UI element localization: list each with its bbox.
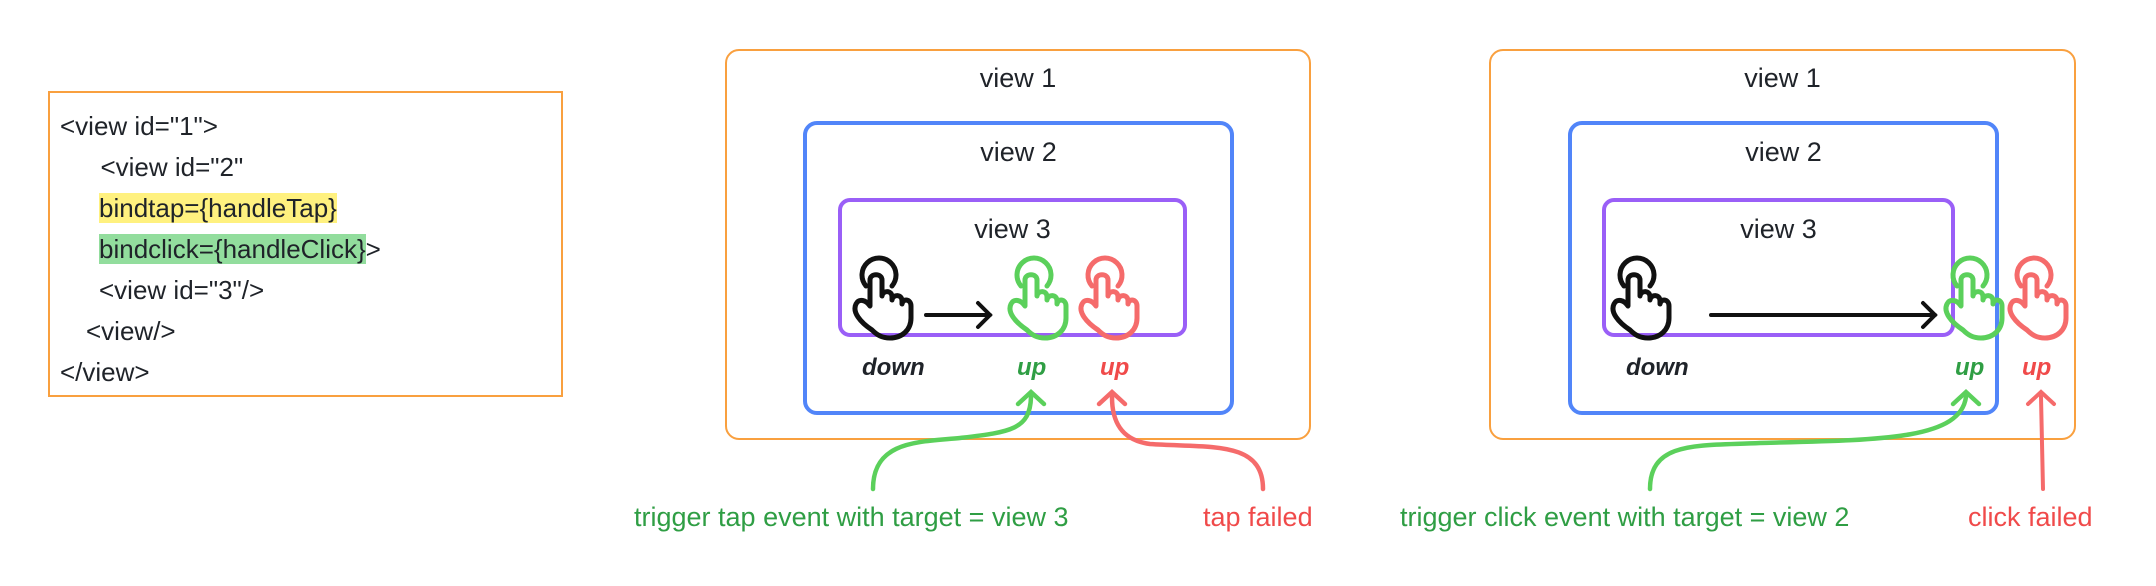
click-down-hand-icon bbox=[1613, 258, 1669, 338]
tap-fail-connector-icon bbox=[1096, 388, 1266, 492]
tap-diagram-view3: view 3 bbox=[838, 198, 1187, 337]
view3-label: view 3 bbox=[1740, 214, 1817, 244]
tap-success-caption: trigger tap event with target = view 3 bbox=[634, 502, 1069, 532]
tap-move-arrow-icon bbox=[924, 301, 993, 329]
view1-label: view 1 bbox=[1744, 63, 1821, 93]
tap-up-fail-label: up bbox=[1100, 354, 1130, 381]
click-move-arrow-icon bbox=[1709, 301, 1938, 329]
code-line-bindtap: bindtap={handleTap} bbox=[99, 191, 337, 225]
code-line-view2-close: <view/> bbox=[86, 316, 176, 346]
view2-label: view 2 bbox=[980, 137, 1057, 167]
view1-label: view 1 bbox=[979, 63, 1057, 93]
tap-diagram-view1: view 1 bbox=[725, 49, 1311, 440]
view3-label: view 3 bbox=[974, 214, 1051, 244]
code-panel: <view id="1"> <view id="2" bindtap={hand… bbox=[48, 91, 563, 397]
code-line-bindclick: bindclick={handleClick}> bbox=[99, 232, 381, 266]
tap-success-connector-icon bbox=[870, 388, 1047, 492]
bindclick-close: > bbox=[365, 234, 381, 264]
view2-label: view 2 bbox=[1745, 137, 1822, 167]
click-fail-connector-icon bbox=[2026, 389, 2056, 491]
tap-diagram-view2: view 2 bbox=[803, 121, 1234, 415]
click-success-connector-icon bbox=[1647, 388, 1982, 492]
click-up-success-hand-icon bbox=[1946, 258, 2002, 338]
code-line-view1-close: </view> bbox=[60, 357, 150, 387]
click-down-label: down bbox=[1626, 354, 1689, 381]
code-line-view2-open: <view id="2" bbox=[86, 152, 244, 182]
tap-up-success-label: up bbox=[1017, 354, 1047, 381]
click-diagram-view2: view 2 bbox=[1568, 121, 1999, 415]
click-success-caption: trigger click event with target = view 2 bbox=[1400, 502, 1850, 532]
bindtap-highlight: bindtap={handleTap} bbox=[99, 193, 337, 223]
click-fail-caption: click failed bbox=[1968, 502, 2093, 532]
click-up-fail-label: up bbox=[2022, 354, 2052, 381]
tap-up-success-hand-icon bbox=[1010, 258, 1066, 338]
tap-up-fail-hand-icon bbox=[1081, 258, 1137, 338]
code-line-view1-open: <view id="1"> bbox=[60, 111, 218, 141]
click-diagram-view3: view 3 bbox=[1602, 198, 1955, 337]
tap-down-label: down bbox=[862, 354, 925, 381]
click-up-success-label: up bbox=[1955, 354, 1985, 381]
bindclick-highlight: bindclick={handleClick} bbox=[99, 234, 366, 264]
tap-fail-caption: tap failed bbox=[1203, 502, 1313, 532]
click-up-fail-hand-icon bbox=[2010, 258, 2066, 338]
code-line-view3: <view id="3"/> bbox=[99, 275, 265, 305]
click-diagram-view1: view 1 bbox=[1489, 49, 2076, 440]
tap-down-hand-icon bbox=[855, 258, 911, 338]
